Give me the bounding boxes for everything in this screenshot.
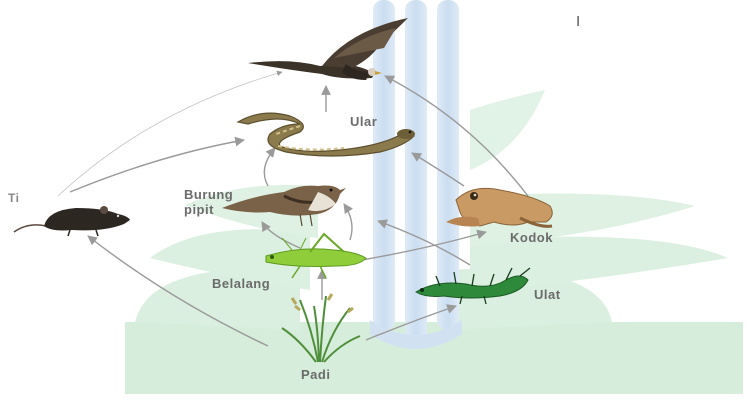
label-ular: Ular [350, 114, 377, 129]
label-tikus-partial: Ti [8, 191, 19, 206]
label-ulat: Ulat [534, 287, 561, 302]
arrow-ulat-to-burung [344, 204, 352, 240]
label-kodok: Kodok [510, 230, 553, 245]
arrow-tikus-to-ular [70, 140, 244, 192]
label-padi: Padi [301, 367, 330, 382]
rat-illustration [14, 206, 130, 236]
arrow-burung-to-ular [264, 148, 275, 186]
corner-mark: I [576, 14, 581, 29]
arrow-tikus-to-elang [58, 72, 282, 196]
label-burung-pipit: Burung pipit [184, 187, 233, 217]
label-belalang: Belalang [212, 276, 270, 291]
